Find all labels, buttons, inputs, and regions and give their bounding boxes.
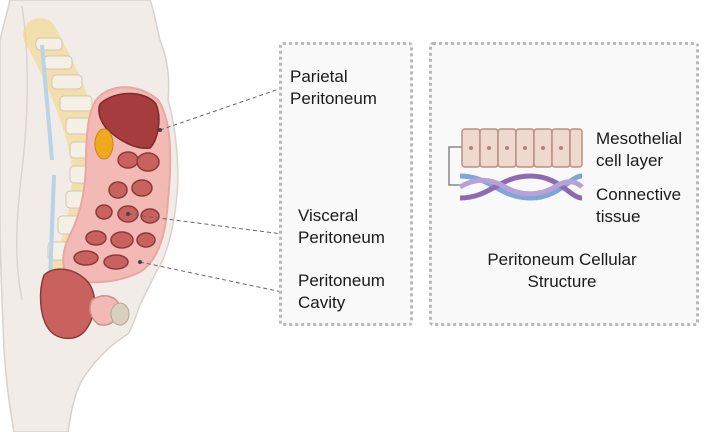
gallbladder xyxy=(94,128,114,160)
pubic-bone xyxy=(110,302,130,326)
layer-labels-panel xyxy=(279,42,413,326)
mesothelial-layer-label: Mesothelial cell layer xyxy=(596,129,682,170)
leader-dots xyxy=(126,128,162,264)
peritoneum-cavity-label: Peritoneum Cavity xyxy=(298,271,385,312)
leader-lines xyxy=(127,87,283,293)
cell-nuclei xyxy=(469,146,563,150)
mesothelial-cells xyxy=(461,128,583,168)
visceral-peritoneum-label: Visceral Peritoneum xyxy=(298,206,385,247)
layer-bracket xyxy=(448,146,462,186)
parietal-peritoneum-label: Parietal Peritoneum xyxy=(290,67,377,108)
liver xyxy=(98,92,160,149)
intestine-loops xyxy=(73,151,160,270)
pelvic-organs xyxy=(39,268,96,340)
connective-tissue-label: Connective tissue xyxy=(596,185,682,226)
back-contour xyxy=(16,5,29,301)
cellular-structure-title: Peritoneum Cellular Structure xyxy=(487,250,637,291)
connective-fibers xyxy=(458,173,584,201)
